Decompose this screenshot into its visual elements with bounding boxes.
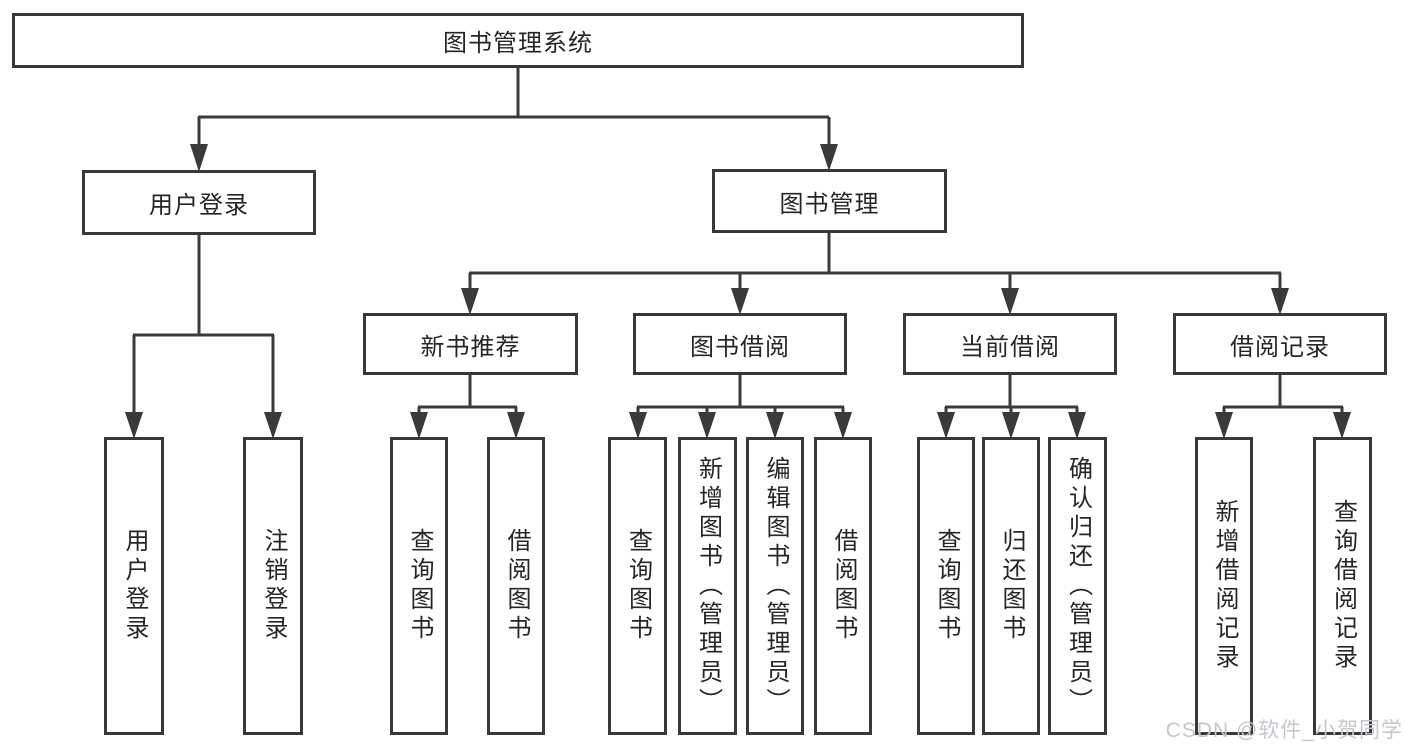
leaf-label: 查询图书 — [933, 528, 960, 644]
node-new-book-recommend: 新书推荐 — [363, 313, 578, 375]
node-label: 用户登录 — [149, 192, 249, 219]
node-current-borrow: 当前借阅 — [903, 313, 1117, 375]
leaf-label: 编辑图书（管理员） — [762, 455, 789, 717]
leaf-confirm-return-admin: 确认归还（管理员） — [1048, 437, 1107, 735]
leaf-label: 归还图书 — [998, 528, 1025, 644]
leaf-edit-book-admin: 编辑图书（管理员） — [746, 437, 804, 735]
node-label: 借阅记录 — [1230, 333, 1330, 361]
node-label: 新书推荐 — [420, 333, 521, 361]
leaf-return-book: 归还图书 — [982, 437, 1040, 735]
leaf-label: 借阅图书 — [830, 528, 857, 644]
leaf-user-login: 用户登录 — [104, 437, 164, 735]
leaf-add-borrow-record: 新增借阅记录 — [1195, 437, 1253, 735]
node-borrow-records: 借阅记录 — [1173, 313, 1387, 375]
leaf-add-book-admin: 新增图书（管理员） — [678, 437, 737, 735]
leaf-label: 查询图书 — [624, 528, 652, 644]
node-label: 图书借阅 — [690, 333, 790, 361]
leaf-label: 新增借阅记录 — [1211, 499, 1238, 673]
leaf-label: 注销登录 — [260, 528, 287, 644]
leaf-label: 查询借阅记录 — [1329, 499, 1357, 673]
leaf-query-book-borrow: 查询图书 — [608, 437, 667, 735]
node-label: 当前借阅 — [960, 333, 1060, 361]
leaf-borrow-book: 借阅图书 — [814, 437, 872, 735]
leaf-label: 借阅图书 — [503, 528, 530, 644]
leaf-label: 用户登录 — [121, 528, 148, 644]
csdn-watermark: CSDN @软件_小贺同学 — [1165, 719, 1403, 742]
node-book-borrow: 图书借阅 — [633, 313, 847, 375]
leaf-logout: 注销登录 — [243, 437, 303, 735]
leaf-borrow-book-recommend: 借阅图书 — [487, 437, 545, 735]
node-book-management: 图书管理 — [712, 169, 947, 233]
leaf-label: 查询图书 — [406, 528, 433, 644]
node-label: 图书管理 — [779, 190, 880, 218]
node-library-management-system: 图书管理系统 — [12, 13, 1024, 68]
leaf-label: 新增图书（管理员） — [694, 455, 722, 717]
node-user-login: 用户登录 — [82, 170, 316, 235]
leaf-label: 确认归还（管理员） — [1064, 455, 1092, 717]
arrowheads — [125, 144, 1351, 439]
leaf-query-book-current: 查询图书 — [917, 437, 975, 735]
node-label: 图书管理系统 — [443, 30, 593, 57]
leaf-query-book-recommend: 查询图书 — [390, 437, 448, 735]
leaf-query-borrow-record: 查询借阅记录 — [1313, 437, 1372, 735]
